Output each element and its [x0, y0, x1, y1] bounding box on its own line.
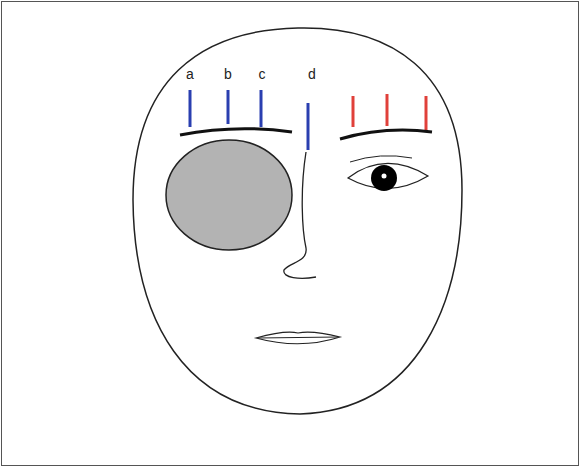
callout-letter: a: [186, 66, 194, 82]
lip-line: [258, 337, 338, 338]
pupil: [371, 165, 397, 191]
eyebrow: [180, 129, 292, 135]
pupil-highlight: [382, 174, 387, 179]
eyelid-crease: [350, 156, 412, 162]
face-outline: [133, 28, 462, 414]
nose: [284, 152, 316, 278]
callout-letter: d: [308, 66, 316, 82]
mouth: [256, 332, 340, 344]
red-line: [425, 96, 428, 130]
blue-line: [189, 90, 192, 127]
callout-letter: b: [224, 66, 232, 82]
blue-line: [260, 90, 263, 127]
red-line: [352, 96, 355, 127]
eyebrow: [340, 130, 432, 139]
blue-line: [307, 103, 310, 150]
blue-line: [227, 90, 230, 124]
eye-patch: [166, 140, 292, 250]
callout-letter: c: [259, 66, 266, 82]
red-line: [386, 94, 389, 126]
